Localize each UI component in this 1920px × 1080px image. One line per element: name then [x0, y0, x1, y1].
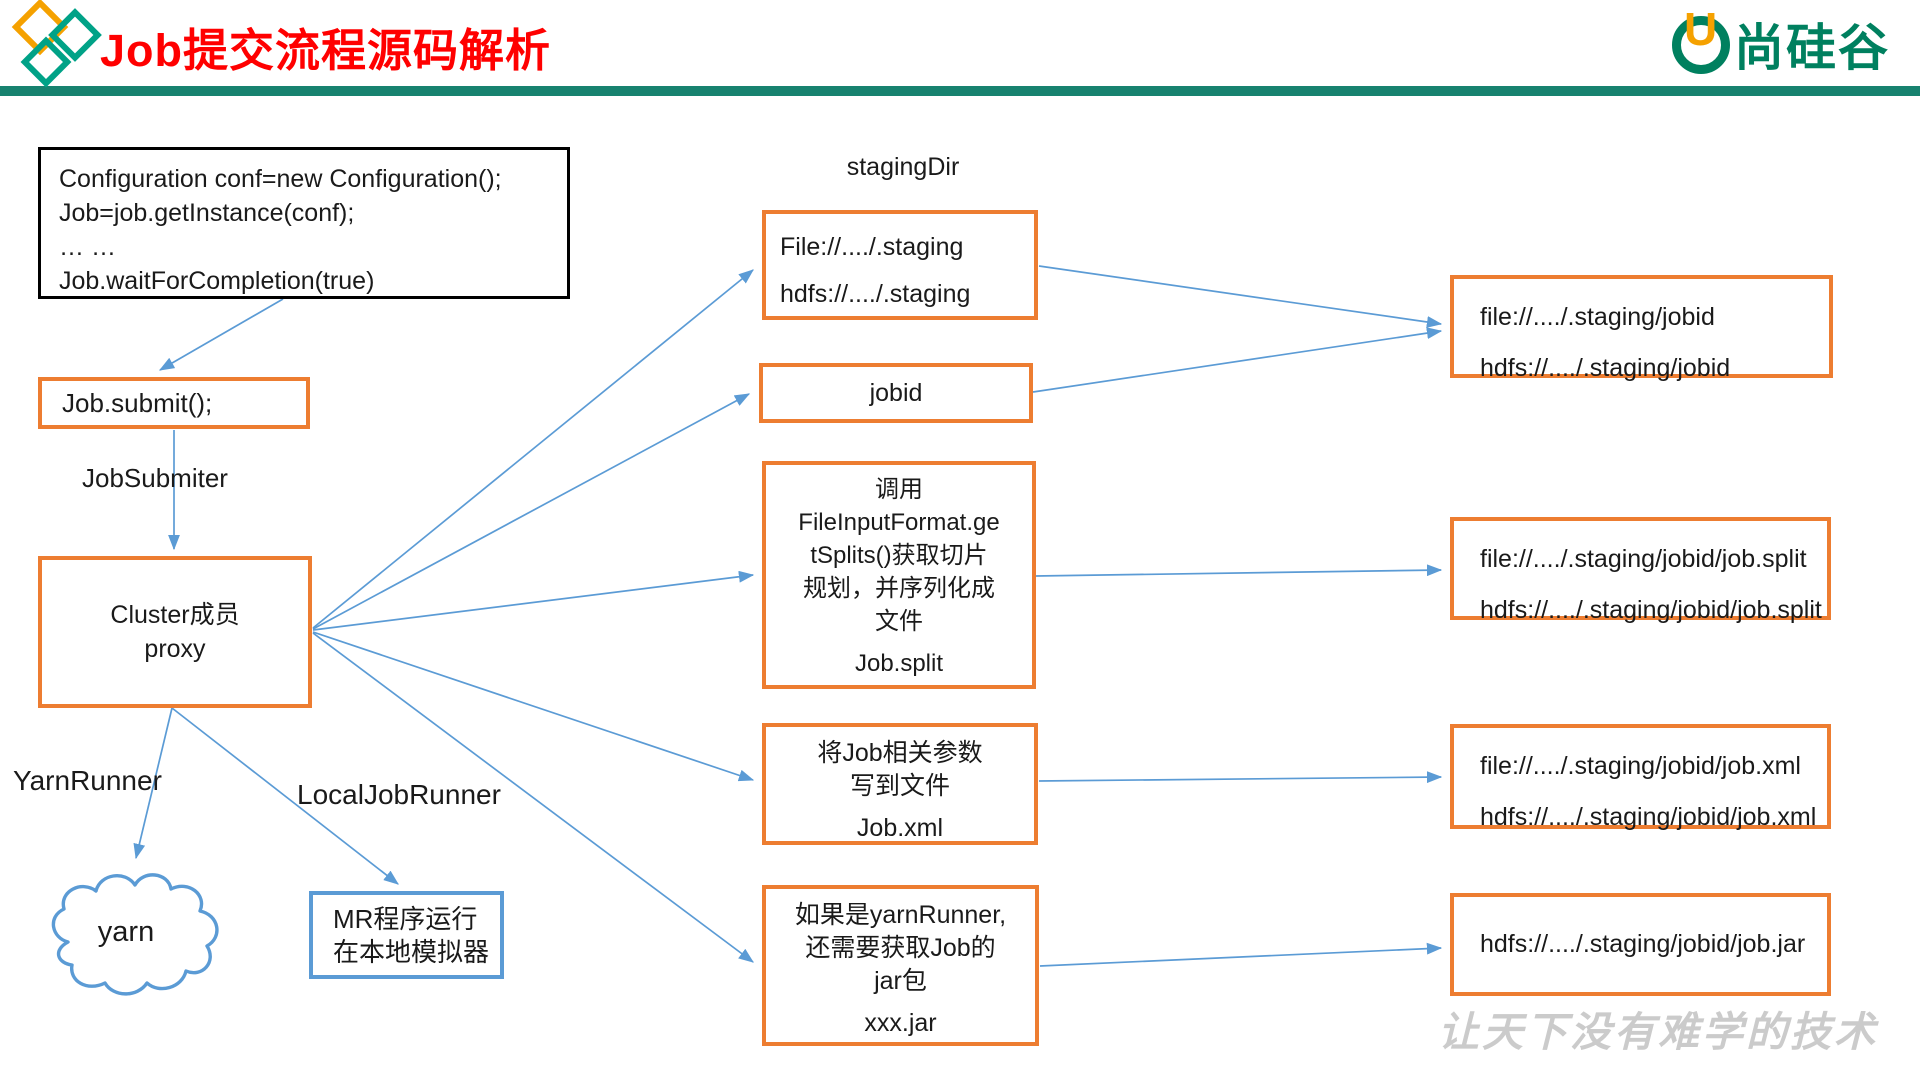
cluster-proxy-box: Cluster成员 proxy: [38, 556, 312, 708]
code-line: Job.waitForCompletion(true): [59, 267, 375, 295]
path-line: hdfs://..../.staging/jobid/job.jar: [1480, 930, 1806, 958]
arrow-staging-to-right: [1038, 265, 1443, 328]
path-line: hdfs://..../.staging/jobid/job.xml: [1480, 803, 1817, 831]
right-job-jar-box: hdfs://..../.staging/jobid/job.jar: [1450, 893, 1831, 996]
arrow-cluster-to-jar: [312, 632, 754, 963]
split-line: 调用: [875, 476, 923, 503]
header-divider-bar: [0, 86, 1920, 96]
right-staging-jobid-box: file://..../.staging/jobid hdfs://..../.…: [1450, 275, 1833, 382]
xml-file-label: Job.xml: [856, 814, 944, 842]
brand-u-icon: U: [1684, 3, 1718, 55]
arrow-split-to-right: [1035, 564, 1443, 577]
code-line: Configuration conf=new Configuration();: [59, 165, 502, 193]
brand-name: 尚硅谷: [1734, 20, 1890, 76]
stagingdir-label: stagingDir: [846, 153, 960, 181]
jobid-box: jobid: [759, 363, 1033, 423]
split-line: tSplits()获取切片: [810, 542, 988, 569]
jar-file-label: xxx.jar: [864, 1009, 937, 1037]
jobid-label: jobid: [869, 378, 923, 407]
staging-path-box: File://..../.staging hdfs://..../.stagin…: [762, 210, 1038, 320]
job-submit-label: Job.submit();: [62, 387, 213, 418]
yarn-cloud-icon: [51, 873, 219, 996]
path-line: file://..../.staging/jobid/job.xml: [1480, 752, 1801, 780]
mr-line: MR程序运行: [333, 904, 478, 934]
path-line: file://..../.staging/jobid/job.split: [1480, 545, 1807, 573]
path-line: hdfs://..../.staging/jobid/job.split: [1480, 596, 1822, 624]
path-line: hdfs://..../.staging/jobid: [1480, 354, 1731, 382]
arrow-cluster-to-xml: [312, 631, 755, 782]
jar-line: 如果是yarnRunner,: [794, 901, 1007, 929]
arrow-code-to-submit: [158, 298, 284, 371]
split-line: 文件: [875, 608, 923, 635]
brand-ring-icon: [1672, 16, 1730, 74]
yarn-cloud-label: yarn: [97, 916, 155, 948]
split-file-label: Job.split: [854, 650, 944, 677]
job-jar-box: 如果是yarnRunner, 还需要获取Job的 jar包 xxx.jar: [762, 885, 1039, 1046]
arrow-jar-to-right: [1039, 942, 1443, 967]
jobsubmiter-label: JobSubmiter: [82, 463, 228, 493]
split-line: 规划，并序列化成: [803, 575, 995, 602]
right-job-split-box: file://..../.staging/jobid/job.split hdf…: [1450, 517, 1831, 624]
jar-line: 还需要获取Job的: [805, 934, 996, 962]
job-xml-box: 将Job相关参数 写到文件 Job.xml: [762, 723, 1038, 845]
arrow-cluster-to-yarn: [133, 707, 173, 860]
cluster-line: Cluster成员: [110, 601, 240, 629]
arrow-xml-to-right: [1038, 771, 1443, 784]
code-line: … …: [59, 233, 116, 261]
mr-line: 在本地模拟器: [333, 937, 490, 967]
page-title: Job提交流程源码解析: [100, 25, 552, 76]
cluster-line: proxy: [144, 635, 206, 663]
yarnrunner-label: YarnRunner: [13, 765, 162, 796]
jar-line: jar包: [874, 967, 927, 995]
staging-line: hdfs://..../.staging: [780, 280, 971, 308]
right-job-xml-box: file://..../.staging/jobid/job.xml hdfs:…: [1450, 724, 1831, 831]
watermark-slogan: 让天下没有难学的技术: [1438, 1008, 1878, 1056]
job-submit-box: Job.submit();: [38, 377, 310, 429]
arrow-cluster-to-split: [312, 570, 755, 631]
localjobrunner-label: LocalJobRunner: [297, 779, 501, 810]
xml-line: 写到文件: [849, 772, 950, 800]
staging-line: File://..../.staging: [780, 233, 964, 261]
arrow-cluster-to-staging: [312, 269, 754, 629]
job-split-box: 调用 FileInputFormat.ge tSplits()获取切片 规划，并…: [762, 461, 1036, 689]
arrow-cluster-to-mr: [171, 707, 399, 885]
arrow-jobid-to-right: [1032, 327, 1443, 393]
arrow-cluster-to-jobid: [312, 393, 751, 630]
xml-line: 将Job相关参数: [817, 739, 983, 767]
split-line: FileInputFormat.ge: [798, 509, 1000, 536]
path-line: file://..../.staging/jobid: [1480, 303, 1715, 331]
code-snippet-box: Configuration conf=new Configuration(); …: [38, 147, 570, 299]
local-simulator-box: MR程序运行 在本地模拟器: [309, 891, 504, 979]
code-line: Job=job.getInstance(conf);: [59, 199, 355, 227]
